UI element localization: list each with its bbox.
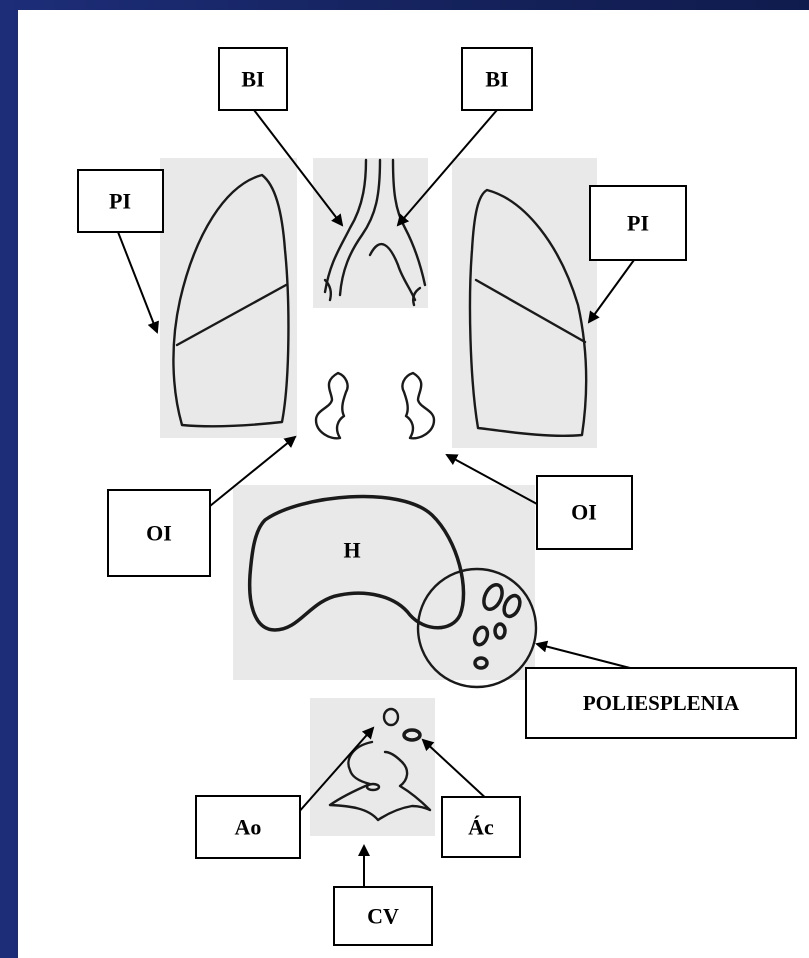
label-box-aorta: Ao (196, 796, 300, 858)
label-bronchus-left: BI (241, 67, 264, 92)
label-box-polysplenia: POLIESPLENIA (526, 668, 796, 738)
label-aorta: Ao (235, 815, 262, 840)
right-atrium-drawing (402, 373, 434, 438)
label-vertebra: CV (367, 904, 399, 929)
label-atrium-right: OI (571, 500, 597, 525)
label-liver: H (343, 538, 360, 563)
label-azygos: Ác (468, 815, 494, 840)
label-box-azygos: Ác (442, 797, 520, 857)
label-box-lung-right: PI (590, 186, 686, 260)
label-box-atrium-left: OI (108, 490, 210, 576)
label-polysplenia: POLIESPLENIA (583, 691, 740, 715)
label-lung-right: PI (627, 211, 649, 236)
label-box-vertebra: CV (334, 887, 432, 945)
left-atrium-drawing (316, 373, 348, 438)
label-box-bronchus-right: BI (462, 48, 532, 110)
label-bronchus-right: BI (485, 67, 508, 92)
label-box-atrium-right: OI (537, 476, 632, 549)
label-box-bronchus-left: BI (219, 48, 287, 110)
label-box-lung-left: PI (78, 170, 163, 232)
label-lung-left: PI (109, 189, 131, 214)
label-atrium-left: OI (146, 521, 172, 546)
